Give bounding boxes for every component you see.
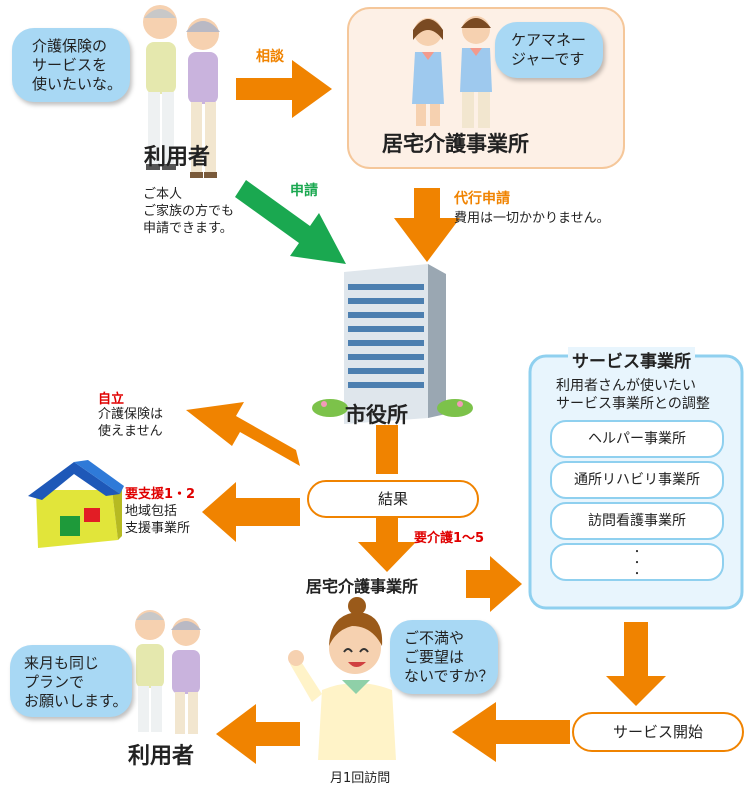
independent-note: 介護保険は 使えません [98,406,163,440]
note-line: ご本人 [143,187,183,202]
proxy-apply-arrow [394,188,460,262]
bubble-line: 使いたいな。 [32,75,123,93]
care-office-top-label: 居宅介護事業所 [382,132,529,156]
bubble-line: プランで [24,673,85,691]
care-manager-question-bubble: ご不満や ご要望は ないですか？ [390,620,498,694]
proxy-apply-label: 代行申請 [454,191,510,207]
note-line: 支援事業所 [125,521,191,536]
note-line: 使えません [98,424,163,439]
care-level-label: 要介護1〜5 [414,531,485,546]
consult-arrow [236,60,332,118]
service-item-home-nursing: 訪問看護事業所 [550,502,724,540]
desc-line: サービス事業所との調整 [556,396,710,412]
bubble-line: ジャーです [511,50,585,68]
user-bottom-label: 利用者 [128,744,195,769]
independent-arrow [186,402,300,466]
result-down-arrow [358,512,416,572]
cityhall-down-arrow [376,425,398,474]
bubble-line: サービスを [32,56,108,74]
bubble-line: 来月も同じ [24,654,100,672]
start-left-arrow [452,702,570,762]
result-pill: 結果 [307,480,479,518]
city-hall-label: 市役所 [345,403,408,427]
bubble-line: ご要望は [404,648,465,666]
independent-label: 自立 [98,392,125,407]
service-start-pill: サービス開始 [572,712,744,752]
apply-arrow [235,180,346,264]
service-item-more: ・ ・ ・ [550,543,724,581]
note-line: 申請できます。 [143,221,233,236]
desc-line: 利用者さんが使いたい [556,378,696,394]
elderly-couple-bottom-icon [135,610,201,734]
apply-label: 申請 [290,183,318,199]
consult-label: 相談 [256,49,284,65]
ellipsis-dot: ・ [632,569,642,580]
panel-down-arrow [606,622,666,706]
note-line: 地域包括 [125,504,178,519]
ellipsis-dot: ・ [632,547,642,558]
support-note: 地域包括 支援事業所 [125,503,190,537]
care-office-bottom-label: 居宅介護事業所 [306,577,419,596]
support-arrow [202,482,300,542]
to-service-arrow [466,556,522,612]
bubble-line: ご不満や [404,629,465,647]
caremanager-speech-bubble: ケアマネー ジャーです [495,22,603,78]
bubble-line: 介護保険の [32,37,108,55]
user-top-label: 利用者 [144,145,211,170]
service-start-label: サービス開始 [612,723,703,741]
care-staff-pair-icon [412,16,492,128]
house-icon [28,460,124,548]
visit-left-arrow [216,704,300,764]
bubble-line: ないですか？ [404,667,494,685]
support-label: 要支援1・2 [125,487,196,502]
note-line: ご家族の方でも [143,204,235,219]
note-line: 介護保険は [98,407,164,422]
bubble-line: お願いします。 [24,692,128,710]
ellipsis-dot: ・ [632,558,642,569]
result-label: 結果 [377,490,408,508]
user-bottom-speech-bubble: 来月も同じ プランで お願いします。 [10,645,132,717]
care-manager-waving-icon [288,597,396,760]
user-top-speech-bubble: 介護保険の サービスを 使いたいな。 [12,28,130,102]
elderly-couple-top-icon [143,5,220,178]
city-hall-building-icon [312,264,473,424]
bubble-line: ケアマネー [511,31,587,49]
proxy-apply-note: 費用は一切かかりません。 [454,211,610,226]
user-top-note: ご本人 ご家族の方でも 申請できます。 [143,186,234,237]
service-item-helper: ヘルパー事業所 [550,420,724,458]
service-panel-title: サービス事業所 [568,347,695,372]
service-item-daycare-rehab: 通所リハビリ事業所 [550,461,724,499]
service-panel-desc: 利用者さんが使いたい サービス事業所との調整 [556,377,710,413]
monthly-visit-label: 月1回訪問 [330,771,391,786]
